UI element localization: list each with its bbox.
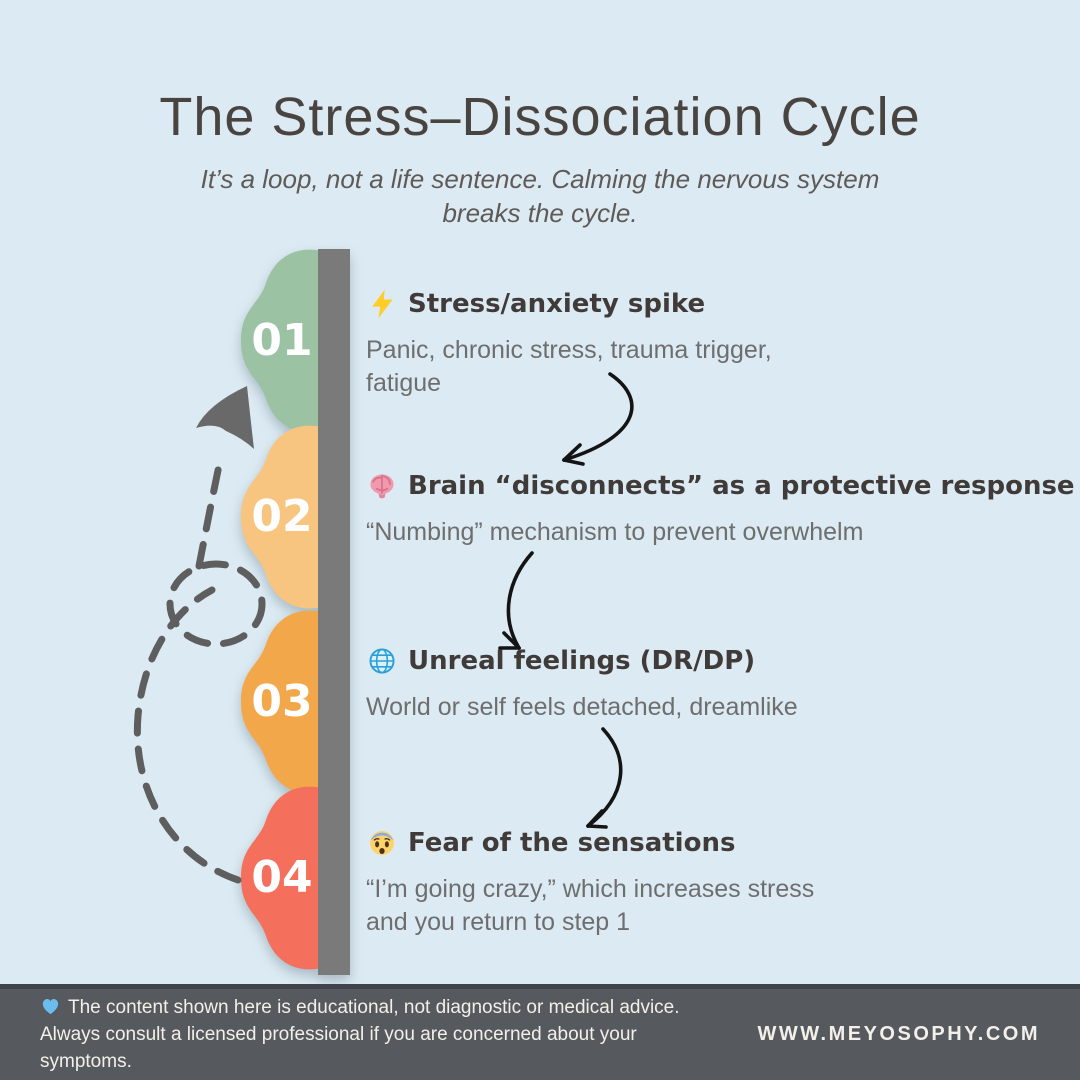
step-4-title-text: Fear of the sensations (408, 828, 736, 858)
fearful-face-icon (370, 831, 394, 855)
flow-arrow-2 (498, 551, 534, 650)
step-number-3: 03 (251, 676, 313, 727)
footer-website: WWW.MEYOSOPHY.COM (757, 1023, 1040, 1045)
footer-disclaimer: The content shown here is educational, n… (40, 994, 700, 1075)
flow-arrow-3 (586, 727, 623, 829)
step-3-description: World or self feels detached, dreamlike (366, 693, 798, 721)
step-blob-3 (241, 610, 322, 794)
step-number-4: 04 (251, 852, 313, 903)
step-blob-1 (241, 249, 322, 433)
page-title: The Stress–Dissociation Cycle (159, 87, 921, 147)
page-subtitle: It’s a loop, not a life sentence. Calmin… (200, 164, 880, 228)
step-number-2: 02 (251, 491, 313, 542)
step-2-title-text: Brain “disconnects” as a protective resp… (408, 471, 1075, 501)
brain-icon (370, 474, 394, 499)
step-3-title-text: Unreal feelings (DR/DP) (408, 646, 756, 676)
timeline-bar-group (241, 249, 350, 975)
step-1: Stress/anxiety spike Panic, chronic stre… (366, 288, 836, 400)
step-1-description: Panic, chronic stress, trauma trigger, f… (366, 336, 772, 397)
blue-heart-icon (42, 999, 59, 1015)
step-2-title: Brain “disconnects” as a protective resp… (366, 470, 1075, 502)
step-2-description: “Numbing” mechanism to prevent overwhelm (366, 518, 864, 546)
step-2: Brain “disconnects” as a protective resp… (366, 470, 1075, 549)
lightning-icon (372, 289, 393, 319)
loop-arrowhead-icon (196, 386, 254, 449)
step-number-1: 01 (251, 315, 313, 366)
step-1-title: Stress/anxiety spike (366, 288, 836, 320)
flow-arrow-1 (562, 372, 634, 466)
step-4-description: “I’m going crazy,” which increases stres… (366, 875, 815, 936)
step-4-title: Fear of the sensations (366, 827, 836, 859)
timeline-bar (318, 249, 350, 975)
step-1-title-text: Stress/anxiety spike (408, 289, 706, 319)
step-blob-4 (241, 786, 322, 970)
footer: The content shown here is educational, n… (0, 984, 1080, 1080)
step-4: Fear of the sensations “I’m going crazy,… (366, 827, 836, 939)
step-blob-2 (241, 425, 322, 609)
step-3: Unreal feelings (DR/DP) World or self fe… (366, 645, 798, 724)
footer-disclaimer-text: The content shown here is educational, n… (40, 997, 680, 1072)
globe-icon (369, 648, 395, 674)
loop-dashed-path (133, 452, 266, 884)
step-3-title: Unreal feelings (DR/DP) (366, 645, 798, 677)
